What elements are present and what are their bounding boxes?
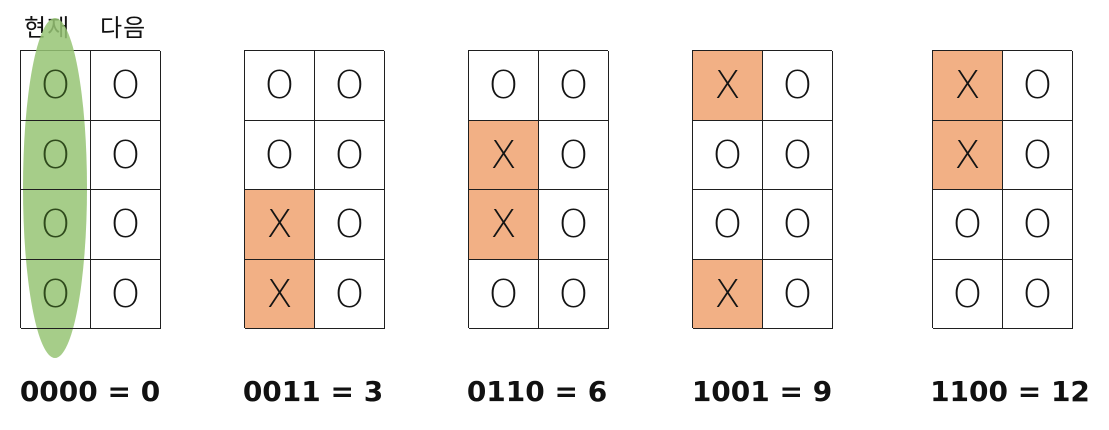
grid-caption-4: 1100 = 12 — [930, 375, 1090, 408]
grid-cell: O — [1003, 259, 1073, 329]
grid-cell: O — [91, 190, 161, 260]
state-grid-0: O O O O O O O O — [20, 50, 161, 329]
grid-cell: O — [1003, 120, 1073, 190]
grid-cell: O — [21, 259, 91, 329]
grid-cell: O — [539, 259, 609, 329]
grid-cell: X — [693, 259, 763, 329]
grid-cell: O — [933, 259, 1003, 329]
grid-cell: O — [469, 259, 539, 329]
grid-cell: O — [315, 259, 385, 329]
grid-cell: X — [245, 190, 315, 260]
grid-caption-2: 0110 = 6 — [466, 375, 608, 408]
grid-cell: O — [539, 190, 609, 260]
grid-cell: X — [933, 120, 1003, 190]
grid-cell: O — [539, 51, 609, 121]
grid-cell: O — [1003, 51, 1073, 121]
grid-cell: O — [693, 120, 763, 190]
grid-cell: O — [21, 190, 91, 260]
grid-cell: O — [91, 259, 161, 329]
current-column-label: 현재 — [24, 14, 71, 42]
grid-cell: O — [91, 51, 161, 121]
state-grid-4: X O X O O O O O — [932, 50, 1073, 329]
grid-caption-3: 1001 = 9 — [691, 375, 833, 408]
state-grid-1: O O O O X O X O — [244, 50, 385, 329]
grid-cell: O — [539, 120, 609, 190]
grid-cell: O — [315, 120, 385, 190]
grid-cell: O — [245, 51, 315, 121]
grid-cell: O — [91, 120, 161, 190]
grid-cell: O — [245, 120, 315, 190]
grid-cell: O — [469, 51, 539, 121]
grid-cell: O — [315, 190, 385, 260]
grid-cell: X — [933, 51, 1003, 121]
state-grid-3: X O O O O O X O — [692, 50, 833, 329]
grid-cell: O — [763, 190, 833, 260]
grid-caption-0: 0000 = 0 — [19, 375, 161, 408]
grid-cell: O — [933, 190, 1003, 260]
grid-cell: O — [21, 51, 91, 121]
grid-cell: O — [693, 190, 763, 260]
grid-cell: O — [315, 51, 385, 121]
grid-cell: O — [763, 51, 833, 121]
grid-cell: O — [763, 120, 833, 190]
grid-caption-1: 0011 = 3 — [242, 375, 384, 408]
next-column-label: 다음 — [100, 14, 147, 42]
grid-cell: O — [763, 259, 833, 329]
grid-cell: X — [469, 120, 539, 190]
grid-cell: O — [21, 120, 91, 190]
state-grid-2: O O X O X O O O — [468, 50, 609, 329]
grid-cell: O — [1003, 190, 1073, 260]
grid-cell: X — [469, 190, 539, 260]
grid-cell: X — [693, 51, 763, 121]
grid-cell: X — [245, 259, 315, 329]
